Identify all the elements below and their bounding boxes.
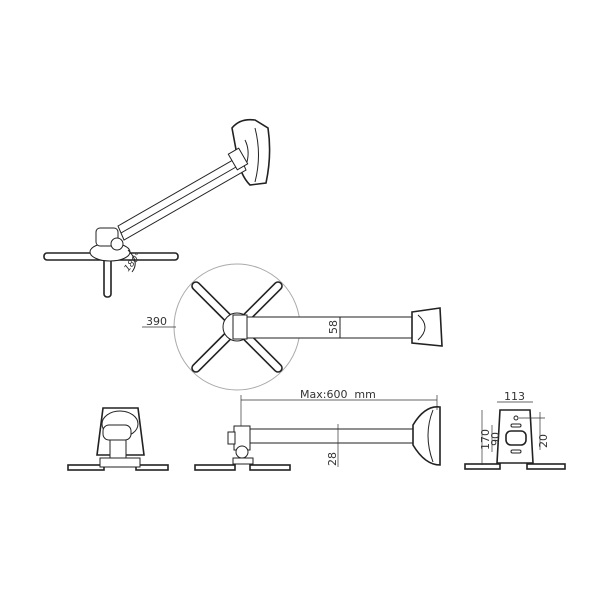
- max-length-label: Max:600 mm: [300, 388, 376, 401]
- wall-plate-view: 113 170 90 20: [464, 390, 566, 470]
- tube-width-label: 58: [327, 320, 340, 334]
- offset-label: 20: [537, 434, 550, 448]
- isometric-view: 180°: [43, 118, 271, 298]
- front-view: [67, 407, 169, 471]
- top-view: 390 58: [142, 263, 443, 391]
- arm-tube-top: [246, 316, 413, 339]
- spider-bracket-iso: 180°: [43, 227, 179, 298]
- diameter-label: 390: [146, 315, 167, 328]
- side-view: Max:600 mm 28: [194, 388, 441, 471]
- tube-height-label: 28: [326, 452, 339, 466]
- width-label: 113: [504, 390, 525, 403]
- extension-arm-iso: [117, 147, 249, 241]
- height-label: 170: [479, 429, 492, 450]
- hole-spacing-label: 90: [489, 432, 502, 446]
- wall-plate-top: [411, 307, 443, 347]
